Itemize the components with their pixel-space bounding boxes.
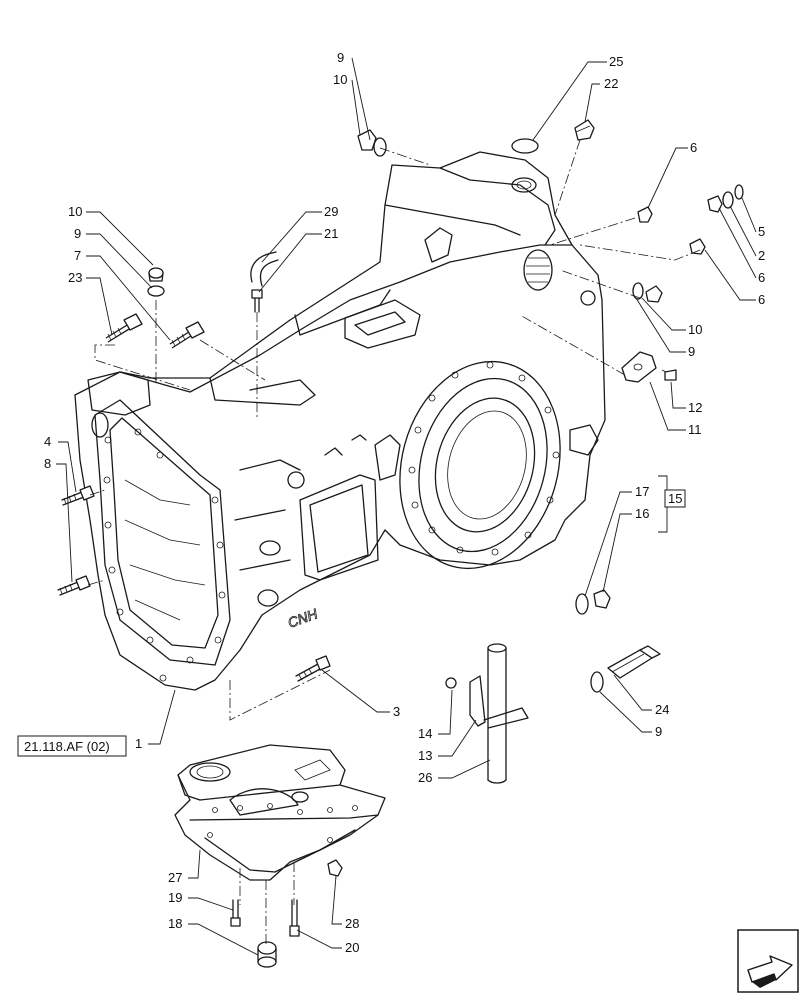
bolt-3 <box>295 655 331 682</box>
nut-14 <box>445 677 457 689</box>
o-ring-9-bottom <box>590 671 604 693</box>
plug-16 <box>593 589 611 609</box>
assembly-center-lines <box>87 139 701 945</box>
callout-7: 7 <box>74 248 81 263</box>
callout-2: 2 <box>758 248 765 263</box>
callout-15: 15 <box>668 491 682 506</box>
bolt-8 <box>57 575 91 596</box>
callout-1: 1 <box>135 736 142 751</box>
callout-8: 8 <box>44 456 51 471</box>
screw-12 <box>661 369 677 381</box>
bolt-7 <box>169 321 205 349</box>
bracket-13 <box>469 675 486 727</box>
callout-5: 5 <box>758 224 765 239</box>
callout-22: 22 <box>604 76 618 91</box>
callout-26: 26 <box>418 770 432 785</box>
callout-15-box <box>664 489 686 508</box>
callout-21: 21 <box>324 226 338 241</box>
plug-6c <box>689 238 706 255</box>
callout-10: 10 <box>333 72 347 87</box>
arrow-navigation-icon[interactable] <box>737 929 799 993</box>
callout-18: 18 <box>168 916 182 931</box>
callout-4: 4 <box>44 434 51 449</box>
callout-28: 28 <box>345 916 359 931</box>
plug-28 <box>327 859 343 877</box>
callout-9: 9 <box>337 50 344 65</box>
svg-text:CNH: CNH <box>286 605 321 631</box>
o-ring-25 <box>511 138 539 154</box>
callout-16: 16 <box>635 506 649 521</box>
breather-pipe-29 <box>250 251 279 313</box>
callout-17: 17 <box>635 484 649 499</box>
callout-9: 9 <box>655 724 662 739</box>
plug-10-top <box>357 129 387 157</box>
o-ring-17 <box>575 593 589 615</box>
callout-6: 6 <box>758 292 765 307</box>
callout-3: 3 <box>393 704 400 719</box>
plug-10-right <box>645 285 663 303</box>
dipstick-tube-26 <box>483 643 529 784</box>
callout-10: 10 <box>688 322 702 337</box>
plug-6b <box>707 195 723 213</box>
cover-11 <box>621 351 657 383</box>
callout-11: 11 <box>688 422 702 437</box>
callout-19: 19 <box>168 890 182 905</box>
plug-22 <box>574 119 595 141</box>
leader-lines <box>56 57 757 956</box>
callout-25: 25 <box>609 54 623 69</box>
callout-6: 6 <box>690 140 697 155</box>
callout-10: 10 <box>68 204 82 219</box>
oil-sump <box>174 744 386 881</box>
callout-14: 14 <box>418 726 432 741</box>
callout-12: 12 <box>688 400 702 415</box>
callout-9: 9 <box>74 226 81 241</box>
o-ring-5 <box>734 184 744 200</box>
callout-labels: 9 10 25 22 10 9 7 23 29 21 6 5 2 6 6 10 … <box>44 50 765 955</box>
o-ring-9-right <box>632 282 644 300</box>
callout-29: 29 <box>324 204 338 219</box>
cross-reference-link[interactable]: 21.118.AF (02) <box>17 735 127 757</box>
cross-reference-label[interactable]: 21.118.AF (02) <box>24 739 110 754</box>
bolt-4 <box>61 485 95 506</box>
adapter-24 <box>607 645 661 679</box>
o-ring-2 <box>722 191 734 209</box>
callout-13: 13 <box>418 748 432 763</box>
callout-9: 9 <box>688 344 695 359</box>
transmission-housing: CNH <box>74 151 606 691</box>
plug-10-left <box>147 267 165 297</box>
bolt-20 <box>289 899 300 937</box>
callout-23: 23 <box>68 270 82 285</box>
callout-24: 24 <box>655 702 669 717</box>
callout-20: 20 <box>345 940 359 955</box>
callout-27: 27 <box>168 870 182 885</box>
drain-plug-18 <box>257 941 277 968</box>
bolt-23 <box>105 313 143 343</box>
plug-6a <box>637 206 653 223</box>
callout-6: 6 <box>758 270 765 285</box>
screw-19 <box>230 899 241 927</box>
